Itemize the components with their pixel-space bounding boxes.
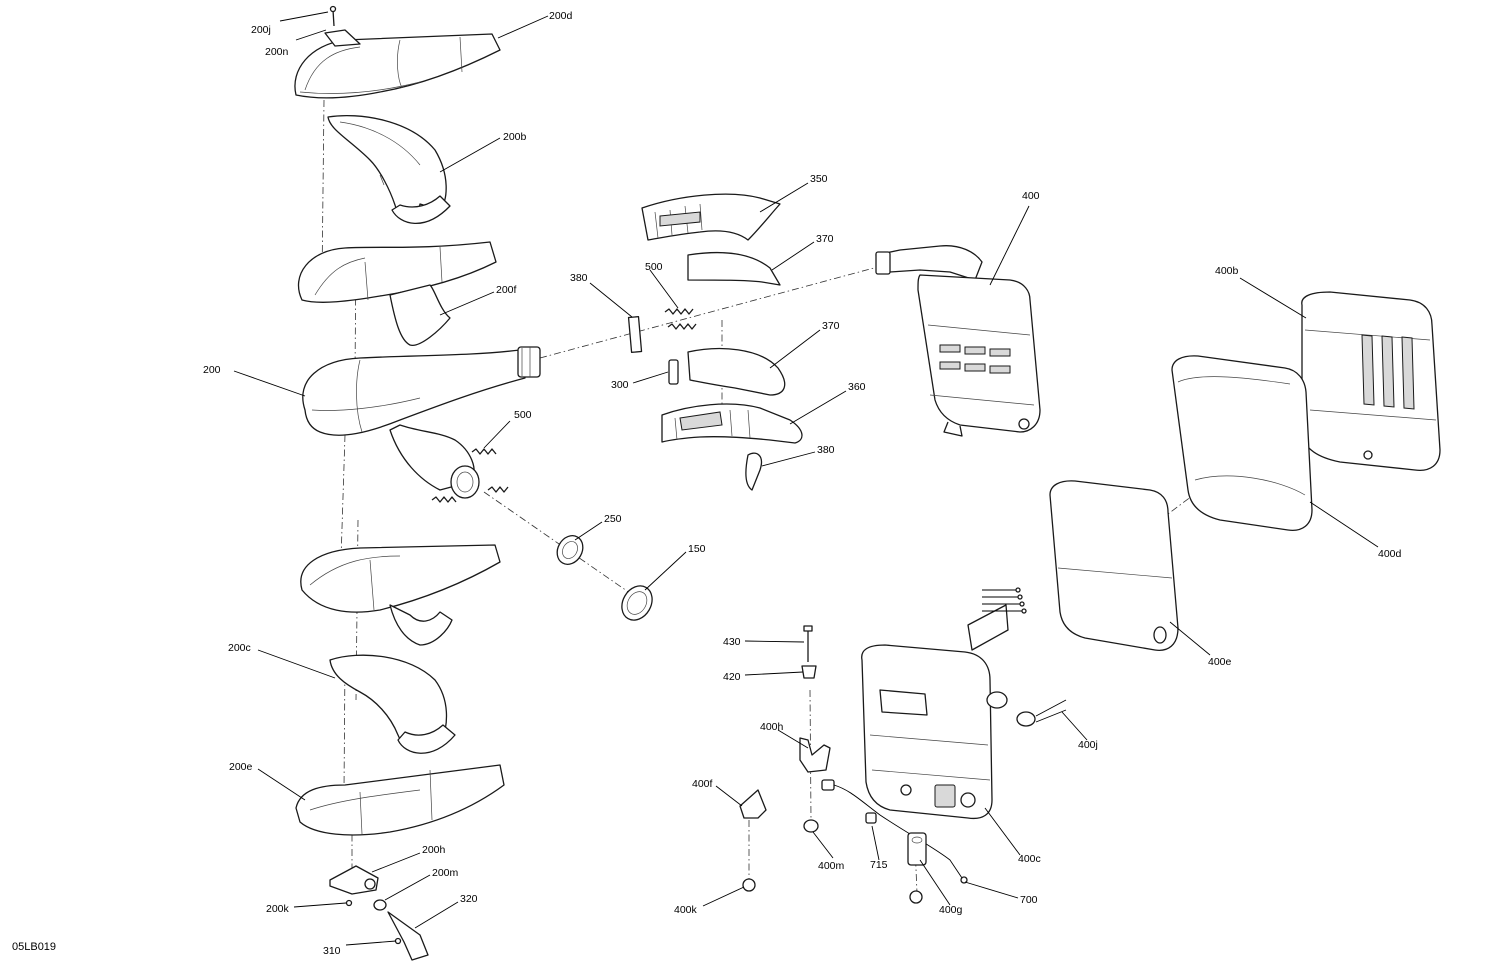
callout-200n: 200n — [265, 46, 289, 58]
callout-300: 300 — [611, 379, 629, 391]
callout-400j: 400j — [1078, 739, 1098, 751]
callout-430: 430 — [723, 636, 741, 648]
callout-380-upper: 380 — [570, 272, 588, 284]
part-200m-washer — [373, 899, 387, 911]
callout-400: 400 — [1022, 190, 1040, 202]
part-310-screw — [394, 937, 402, 945]
part-400f-bracket — [739, 789, 767, 819]
part-400b-outer-cover — [1301, 291, 1441, 471]
part-350-pipe-shield — [641, 193, 781, 241]
part-700-cable — [821, 779, 968, 884]
part-400c-gaskets — [986, 691, 1067, 727]
callout-400b: 400b — [1215, 265, 1239, 277]
part-400e-bolts — [967, 587, 1027, 651]
part-400k-nuts — [742, 878, 923, 904]
callout-360: 360 — [848, 381, 866, 393]
callout-200m: 200m — [432, 867, 459, 879]
callout-200: 200 — [203, 364, 221, 376]
part-430-bolt — [803, 625, 813, 662]
callout-370-lower: 370 — [822, 320, 840, 332]
callout-200k: 200k — [266, 903, 290, 915]
part-715-sensor — [865, 812, 877, 824]
callout-200j: 200j — [251, 24, 271, 36]
part-320-rod — [387, 911, 429, 961]
part-420-grommet — [801, 665, 817, 679]
callout-200c: 200c — [228, 642, 251, 654]
callout-400k: 400k — [674, 904, 698, 916]
callout-320: 320 — [460, 893, 478, 905]
callout-200b: 200b — [503, 131, 527, 143]
callout-150: 150 — [688, 543, 706, 555]
callout-400c: 400c — [1018, 853, 1041, 865]
callout-370-upper: 370 — [816, 233, 834, 245]
part-370-shield-upper — [687, 251, 781, 286]
part-400h-bracket — [799, 737, 831, 773]
part-150-ring — [621, 585, 653, 621]
callout-400g: 400g — [939, 904, 963, 916]
callout-400f: 400f — [692, 778, 713, 790]
part-400g-mount — [907, 832, 927, 866]
callout-200f: 200f — [496, 284, 517, 296]
callout-200e: 200e — [229, 761, 253, 773]
part-400-muffler — [875, 245, 1041, 437]
callout-500-upper: 500 — [645, 261, 663, 273]
callout-400e: 400e — [1208, 656, 1232, 668]
part-400e-cover — [1049, 480, 1179, 651]
part-200c-shield — [329, 654, 456, 754]
part-380-clamp-lower — [745, 452, 763, 491]
part-250-gasket — [556, 535, 584, 565]
part-lower-shell — [300, 544, 501, 646]
part-360-pipe-shield — [661, 403, 803, 444]
part-200d-top-shield — [294, 33, 501, 99]
callout-700: 700 — [1020, 894, 1038, 906]
callout-400m: 400m — [818, 860, 845, 872]
callout-420: 420 — [723, 671, 741, 683]
callout-250: 250 — [604, 513, 622, 525]
part-400c-muffler-housing — [861, 644, 993, 820]
part-200-expansion-chamber — [302, 346, 541, 499]
callout-400h: 400h — [760, 721, 784, 733]
callout-310: 310 — [323, 945, 341, 957]
callout-500-lower: 500 — [514, 409, 532, 421]
callout-715: 715 — [870, 859, 888, 871]
part-380-clamp-upper — [627, 315, 643, 354]
callout-labels: 200j 200n 200d 200b 200f 200 500 250 150… — [12, 10, 1402, 957]
part-200b-inner-shield — [327, 114, 451, 224]
part-200k-screw — [345, 899, 353, 907]
drawing-code: 05LB019 — [12, 941, 56, 953]
part-300-clamp — [668, 359, 679, 385]
part-200n-clip — [324, 29, 361, 47]
part-400m-mount — [803, 819, 819, 833]
callout-200h: 200h — [422, 844, 446, 856]
leader-lines — [233, 11, 1379, 946]
part-200j-screw — [329, 5, 337, 27]
part-500-springs-lower — [431, 448, 509, 503]
part-200f-outer-shell — [297, 241, 497, 346]
part-370-shield-lower — [687, 347, 786, 396]
part-200e-bottom-shield — [295, 764, 505, 836]
callout-380-lower: 380 — [817, 444, 835, 456]
part-500-springs-upper — [664, 308, 697, 330]
part-200h-bracket — [329, 865, 379, 895]
callout-200d: 200d — [549, 10, 573, 22]
callout-350: 350 — [810, 173, 828, 185]
part-400d-cover — [1171, 355, 1313, 531]
callout-400d: 400d — [1378, 548, 1402, 560]
